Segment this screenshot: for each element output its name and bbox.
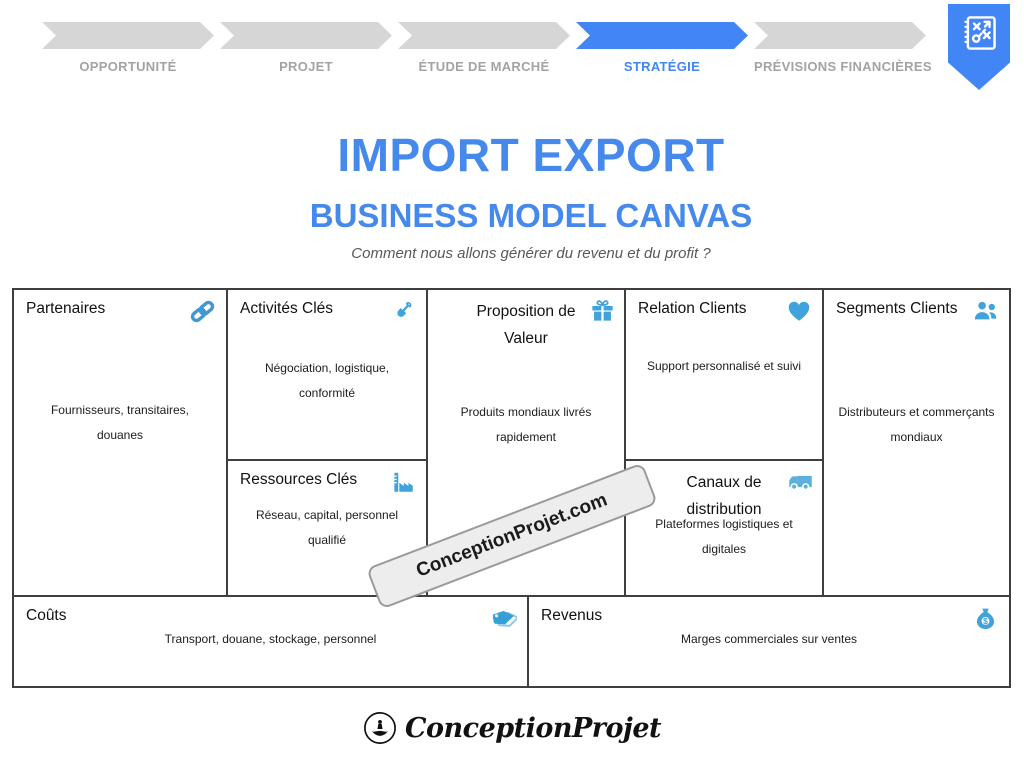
- cell-canaux-de-distribution: Canaux de distribution Plateformes logis…: [624, 459, 822, 595]
- cell-title: Relation Clients: [638, 300, 747, 317]
- cell-content: Négociation, logistique, conformité: [264, 361, 390, 400]
- cell-title: Partenaires: [26, 300, 106, 317]
- chevron-shape: [42, 22, 214, 49]
- strategy-badge: [948, 4, 1010, 90]
- factory-icon: [390, 469, 416, 495]
- cell-partenaires: Partenaires Fournisseurs, transitaires, …: [14, 290, 226, 595]
- footer-logo[interactable]: ConceptionProjet: [0, 711, 1024, 745]
- cell-title: Revenus: [541, 607, 603, 624]
- heart-icon: [786, 298, 812, 324]
- hand-holding-piece-icon: [363, 711, 397, 745]
- chevron-shape: [576, 22, 748, 49]
- cell-relation-clients: Relation Clients Support personnalisé et…: [624, 290, 822, 459]
- cell-title: Coûts: [26, 607, 67, 624]
- cell-content: Plateformes logistiques et digitales: [655, 517, 793, 556]
- cell-segments-clients: Segments Clients Distributeurs et commer…: [822, 290, 1009, 595]
- chevron-shape: [220, 22, 392, 49]
- nav-step-label: PRÉVISIONS FINANCIÈRES: [754, 59, 932, 74]
- cell-content: Transport, douane, stockage, personnel: [164, 632, 377, 646]
- cell-title: Canaux de distribution: [686, 474, 762, 519]
- gift-icon: [589, 297, 616, 324]
- nav-step-etude-de-marche[interactable]: ÉTUDE DE MARCHÉ: [398, 22, 570, 74]
- footer-logo-text: ConceptionProjet: [405, 712, 661, 744]
- page-tagline: Comment nous allons générer du revenu et…: [351, 245, 711, 262]
- strategy-playbook-icon: [959, 13, 999, 58]
- nav-step-opportunite[interactable]: OPPORTUNITÉ: [42, 22, 214, 74]
- chevron-shape: [754, 22, 926, 49]
- page-subtitle: BUSINESS MODEL CANVAS: [309, 197, 753, 234]
- svg-text:$: $: [983, 616, 988, 626]
- cell-activites-cles: Activités Clés Négociation, logistique, …: [226, 290, 426, 459]
- chevron-shape: [398, 22, 570, 49]
- chain-link-icon: [189, 298, 216, 325]
- cell-content: Distributeurs et commerçants mondiaux: [838, 405, 995, 444]
- price-tag-icon: [488, 605, 520, 634]
- shovel-icon: [391, 298, 416, 323]
- cell-content: Réseau, capital, personnel qualifié: [255, 508, 399, 547]
- process-nav: OPPORTUNITÉ PROJET ÉTUDE DE MARCHÉ STRAT…: [42, 22, 932, 74]
- nav-step-label: OPPORTUNITÉ: [79, 59, 177, 74]
- nav-step-label: ÉTUDE DE MARCHÉ: [418, 59, 550, 74]
- nav-step-strategie[interactable]: STRATÉGIE: [576, 22, 748, 74]
- nav-step-label: PROJET: [279, 59, 333, 74]
- nav-step-previsions-financieres[interactable]: PRÉVISIONS FINANCIÈRES: [754, 22, 932, 74]
- people-icon: [972, 298, 999, 325]
- cell-title: Proposition de Valeur: [476, 303, 576, 348]
- cell-proposition-de-valeur: Proposition de Valeur Produits mondiaux …: [426, 290, 624, 595]
- cell-title: Activités Clés: [240, 300, 334, 317]
- nav-step-projet[interactable]: PROJET: [220, 22, 392, 74]
- cell-title: Segments Clients: [836, 300, 958, 317]
- cell-content: Produits mondiaux livrés rapidement: [460, 405, 592, 444]
- cell-content: Support personnalisé et suivi: [646, 359, 802, 373]
- cell-revenus: Revenus $ Marges commerciales sur ventes: [527, 595, 1009, 686]
- cell-title: Ressources Clés: [240, 471, 358, 488]
- business-model-canvas: Partenaires Fournisseurs, transitaires, …: [12, 288, 1011, 688]
- cell-content: Fournisseurs, transitaires, douanes: [50, 403, 190, 442]
- page-title: IMPORT EXPORT: [337, 129, 725, 181]
- cell-content: Marges commerciales sur ventes: [680, 632, 858, 646]
- cell-couts: Coûts Transport, douane, stockage, perso…: [14, 595, 527, 686]
- truck-icon: [787, 468, 814, 495]
- money-bag-icon: $: [972, 605, 999, 632]
- nav-step-label: STRATÉGIE: [623, 59, 701, 74]
- cell-ressources-cles: Ressources Clés Réseau, capital, personn…: [226, 459, 426, 595]
